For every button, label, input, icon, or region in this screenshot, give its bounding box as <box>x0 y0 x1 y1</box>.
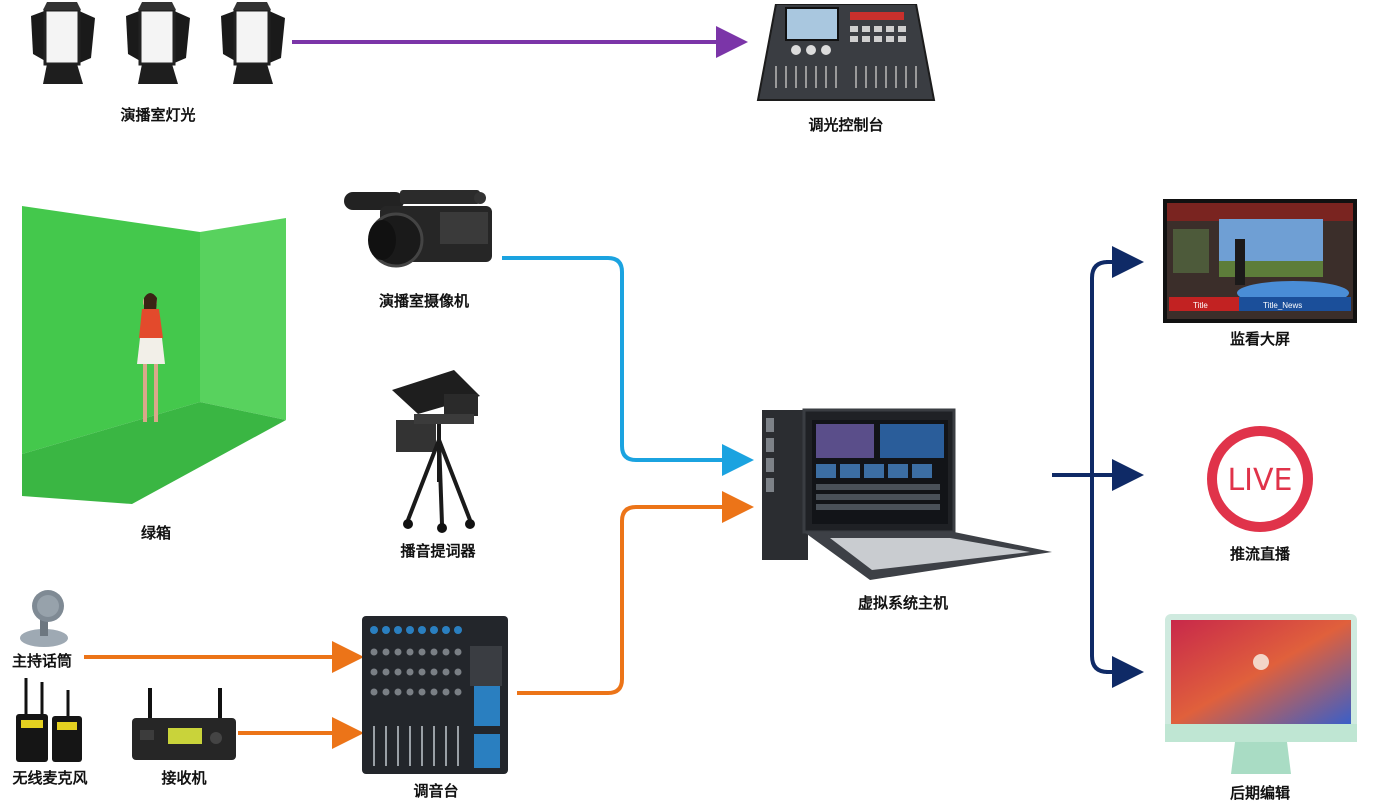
label-teleprompter: 播音提词器 <box>400 542 476 560</box>
label-mixer: 调音台 <box>413 782 459 800</box>
receiver <box>130 686 238 762</box>
monitor-title-text: Title <box>1193 301 1208 310</box>
virtual-system-host <box>760 406 1054 584</box>
post-edit-computer <box>1165 614 1357 776</box>
label-post-edit: 后期编辑 <box>1229 784 1291 802</box>
label-monitor-screen: 监看大屏 <box>1229 330 1291 348</box>
studio-lights <box>25 2 295 86</box>
wireless-mic <box>12 676 84 766</box>
label-live-stream: 推流直播 <box>1229 545 1291 563</box>
studio-light-icon <box>31 2 95 84</box>
host-microphone <box>16 586 72 648</box>
presenter-figure <box>137 293 165 422</box>
arrow-mixer-to-host <box>517 491 754 695</box>
label-studio-lights: 演播室灯光 <box>120 106 196 124</box>
arrow-host-outputs <box>1052 246 1144 688</box>
label-lighting-console: 调光控制台 <box>808 116 884 134</box>
monitor-screen: Title Title_News <box>1163 199 1357 323</box>
live-icon-text: LIVE <box>1227 463 1292 498</box>
monitor-news-text: Title_News <box>1263 301 1302 310</box>
teleprompter <box>384 370 494 536</box>
label-virtual-host: 虚拟系统主机 <box>857 594 949 612</box>
green-screen <box>22 206 288 506</box>
arrow-camera-to-host <box>502 256 754 476</box>
live-stream-badge: LIVE <box>1206 425 1314 533</box>
label-wireless-mic: 无线麦克风 <box>12 769 88 787</box>
label-studio-camera: 演播室摄像机 <box>378 292 470 310</box>
studio-camera <box>340 184 506 284</box>
audio-mixer <box>362 616 508 774</box>
label-receiver: 接收机 <box>161 769 207 787</box>
studio-light-icon <box>126 2 190 84</box>
lighting-console <box>756 3 936 104</box>
label-green-screen: 绿箱 <box>140 524 172 542</box>
label-host-mic: 主持话筒 <box>11 652 73 670</box>
studio-light-icon <box>221 2 285 84</box>
